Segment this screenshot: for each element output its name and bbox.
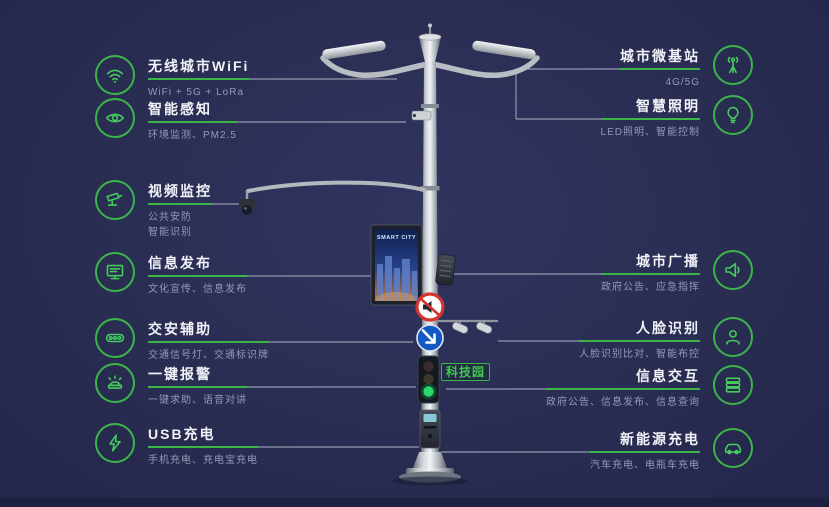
bottom-border-strip <box>0 498 829 507</box>
billboard-screen: SMART CITY <box>370 224 423 306</box>
feature-underline <box>620 68 700 70</box>
loudspeaker-icon <box>713 250 753 290</box>
charging-station <box>419 409 441 449</box>
feature-traffic-aux: 交安辅助 交通信号灯、交通标识牌 <box>95 318 269 363</box>
alarm-siren-icon <box>95 363 135 403</box>
lamp-crown <box>418 23 442 62</box>
feature-underline <box>546 388 700 390</box>
feature-underline <box>148 341 269 343</box>
feature-title: 人脸识别 <box>636 320 700 336</box>
feature-title: 无线城市WiFi <box>148 58 250 74</box>
feature-smart-lighting: 智慧照明 LED照明、智能控制 <box>600 95 753 140</box>
feature-sensing: 智能感知 环境监测、PM2.5 <box>95 98 237 143</box>
lightbulb-icon <box>713 95 753 135</box>
feature-underline <box>148 446 258 448</box>
feature-city-broadcast: 城市广播 政府公告、应急指挥 <box>601 250 753 295</box>
feature-subtitle: 4G/5G <box>665 77 700 88</box>
feature-subtitle: 环境监测、PM2.5 <box>148 130 237 141</box>
no-horn-sign <box>415 292 445 322</box>
feature-subtitle: 汽车充电、电瓶车充电 <box>590 460 700 471</box>
traffic-light <box>417 355 440 404</box>
feature-subtitle: 政府公告、信息发布、信息查询 <box>546 397 700 408</box>
feature-subtitle: 文化宣传、信息发布 <box>148 284 247 295</box>
cctv-camera <box>239 180 426 215</box>
feature-title: 信息交互 <box>636 368 700 384</box>
feature-base-station: 城市微基站 4G/5G <box>620 45 753 90</box>
feature-title: 智能感知 <box>148 101 212 117</box>
feature-title: 视频监控 <box>148 183 212 199</box>
person-face-icon <box>713 317 753 357</box>
speaker-box <box>435 254 456 286</box>
display-screen-icon <box>95 252 135 292</box>
environment-sensor <box>411 110 432 121</box>
feature-title: 一键报警 <box>148 366 212 382</box>
smart-pole-illustration: SMART CITY <box>239 23 540 486</box>
pole-shaft <box>420 62 440 460</box>
feature-title: USB充电 <box>148 426 216 442</box>
feature-title: 新能源充电 <box>620 431 700 447</box>
feature-subtitle: 公共安防 智能识别 <box>148 212 192 238</box>
feature-video-surveillance: 视频监控 公共安防 智能识别 <box>95 180 212 240</box>
feature-underline <box>148 275 247 277</box>
billboard-title: SMART CITY <box>377 235 416 241</box>
feature-underline <box>148 121 237 123</box>
feature-subtitle: LED照明、智能控制 <box>600 127 700 138</box>
feature-title: 交安辅助 <box>148 321 212 337</box>
direction-sign <box>416 324 444 352</box>
billboard-skyline <box>377 256 417 301</box>
cctv-icon <box>95 180 135 220</box>
sensing-eye-icon <box>95 98 135 138</box>
ev-car-icon <box>713 428 753 468</box>
feature-title: 城市微基站 <box>620 48 700 64</box>
feature-subtitle: 一键求助、语音对讲 <box>148 395 247 406</box>
feature-usb-charge: USB充电 手机充电、充电宝充电 <box>95 423 258 468</box>
wifi-icon <box>95 55 135 95</box>
feature-wifi: 无线城市WiFi WiFi + 5G + LoRa <box>95 55 250 100</box>
feature-underline <box>148 386 247 388</box>
feature-alarm: 一键报警 一键求助、语音对讲 <box>95 363 247 408</box>
park-label: 科技园 <box>441 363 491 381</box>
feature-subtitle: 交通信号灯、交通标识牌 <box>148 350 269 361</box>
feature-underline <box>600 118 700 120</box>
feature-subtitle: 人脸识别比对、智能布控 <box>579 349 700 360</box>
lightning-bolt-icon <box>95 423 135 463</box>
feature-title: 信息发布 <box>148 255 212 271</box>
lamp-arms <box>320 40 540 79</box>
feature-underline <box>590 451 700 453</box>
traffic-signal-icon <box>95 318 135 358</box>
feature-face-recognition: 人脸识别 人脸识别比对、智能布控 <box>579 317 753 362</box>
feature-underline <box>148 78 250 80</box>
feature-subtitle: 政府公告、应急指挥 <box>601 282 700 293</box>
feature-ev-charging: 新能源充电 汽车充电、电瓶车充电 <box>590 428 753 473</box>
feature-underline <box>148 203 212 205</box>
antenna-icon <box>713 45 753 85</box>
feature-info-interaction: 信息交互 政府公告、信息发布、信息查询 <box>546 365 753 410</box>
feature-underline <box>601 273 700 275</box>
dual-cameras <box>438 319 498 334</box>
feature-title: 城市广播 <box>636 253 700 269</box>
feature-info-publish: 信息发布 文化宣传、信息发布 <box>95 252 247 297</box>
feature-subtitle: 手机充电、充电宝充电 <box>148 455 258 466</box>
feature-subtitle: WiFi + 5G + LoRa <box>148 87 245 98</box>
pole-base <box>392 452 468 486</box>
stacked-panels-icon <box>713 365 753 405</box>
feature-underline <box>579 340 700 342</box>
feature-title: 智慧照明 <box>636 98 700 114</box>
